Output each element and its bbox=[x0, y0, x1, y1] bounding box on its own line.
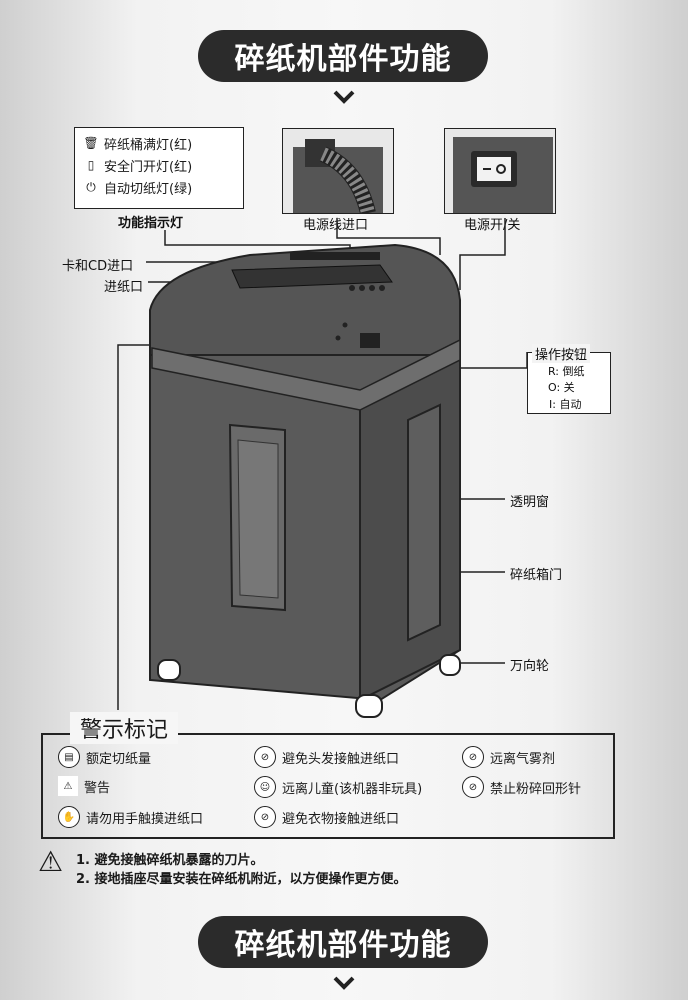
indicator-auto: 自动切纸灯(绿) bbox=[104, 181, 193, 197]
warning-item: 远离气雾剂 bbox=[490, 751, 556, 767]
indicator-door-open: 安全门开灯(红) bbox=[104, 159, 193, 175]
power-cord-label: 电源线进口 bbox=[303, 218, 369, 233]
no-hair-icon: ⊘ bbox=[254, 746, 276, 768]
note-2: 2. 接地插座尽量安装在碎纸机附近，以方便操作更方便。 bbox=[76, 872, 407, 887]
window-label: 透明窗 bbox=[510, 495, 550, 510]
no-paperclip-icon: ⊘ bbox=[462, 776, 484, 798]
warning-item: 避免头发接触进纸口 bbox=[282, 751, 400, 767]
power-switch-label: 电源开/关 bbox=[464, 218, 521, 233]
indicator-legend: 🗑 碎纸桶满灯(红) ▯ 安全门开灯(红) ⏻ 自动切纸灯(绿) bbox=[74, 127, 244, 209]
button-off: O: 关 bbox=[548, 381, 575, 394]
caution-triangle-icon: ⚠ bbox=[38, 845, 64, 878]
chevron-down-icon bbox=[333, 90, 355, 104]
footer-title: 碎纸机部件功能 bbox=[198, 916, 488, 968]
power-icon: ⏻ bbox=[86, 179, 96, 194]
buttons-legend-title: 操作按钮 bbox=[532, 344, 591, 363]
button-auto: I: 自动 bbox=[549, 398, 582, 411]
bin-full-icon: 🗑 bbox=[83, 136, 99, 150]
door-icon: ▯ bbox=[87, 158, 95, 172]
button-reverse: R: 倒纸 bbox=[548, 365, 585, 378]
shred-capacity-icon: ▤ bbox=[58, 746, 80, 768]
warning-box bbox=[41, 733, 615, 839]
power-cord-illustration bbox=[283, 129, 393, 213]
header-title: 碎纸机部件功能 bbox=[198, 30, 488, 82]
warning-item: 避免衣物接触进纸口 bbox=[282, 811, 400, 827]
warning-triangle-icon: ⚠ bbox=[58, 776, 78, 796]
bin-door-label: 碎纸箱门 bbox=[510, 568, 563, 583]
paper-inlet-label: 进纸口 bbox=[104, 280, 144, 295]
power-cord-inset bbox=[282, 128, 394, 214]
warning-item: 禁止粉碎回形针 bbox=[490, 781, 582, 797]
warning-item: 警告 bbox=[84, 780, 111, 796]
indicator-caption: 功能指示灯 bbox=[118, 216, 184, 231]
no-children-icon: ☺ bbox=[254, 776, 276, 798]
no-aerosol-icon: ⊘ bbox=[462, 746, 484, 768]
note-1: 1. 避免接触碎纸机暴露的刀片。 bbox=[76, 853, 264, 868]
warning-item: 远离儿童(该机器非玩具) bbox=[282, 781, 423, 797]
no-tie-icon: ⊘ bbox=[254, 806, 276, 828]
power-switch-illustration bbox=[445, 129, 555, 213]
warning-title: 警示标记 bbox=[70, 712, 179, 744]
chevron-down-icon bbox=[333, 976, 355, 990]
caster-label: 万向轮 bbox=[510, 659, 550, 674]
no-hand-icon: ✋ bbox=[58, 806, 80, 828]
card-cd-inlet-label: 卡和CD进口 bbox=[62, 259, 134, 274]
warning-item: 请勿用手触摸进纸口 bbox=[86, 811, 204, 827]
power-switch-inset bbox=[444, 128, 556, 214]
indicator-bin-full: 碎纸桶满灯(红) bbox=[104, 137, 193, 153]
warning-item: 额定切纸量 bbox=[86, 751, 152, 767]
